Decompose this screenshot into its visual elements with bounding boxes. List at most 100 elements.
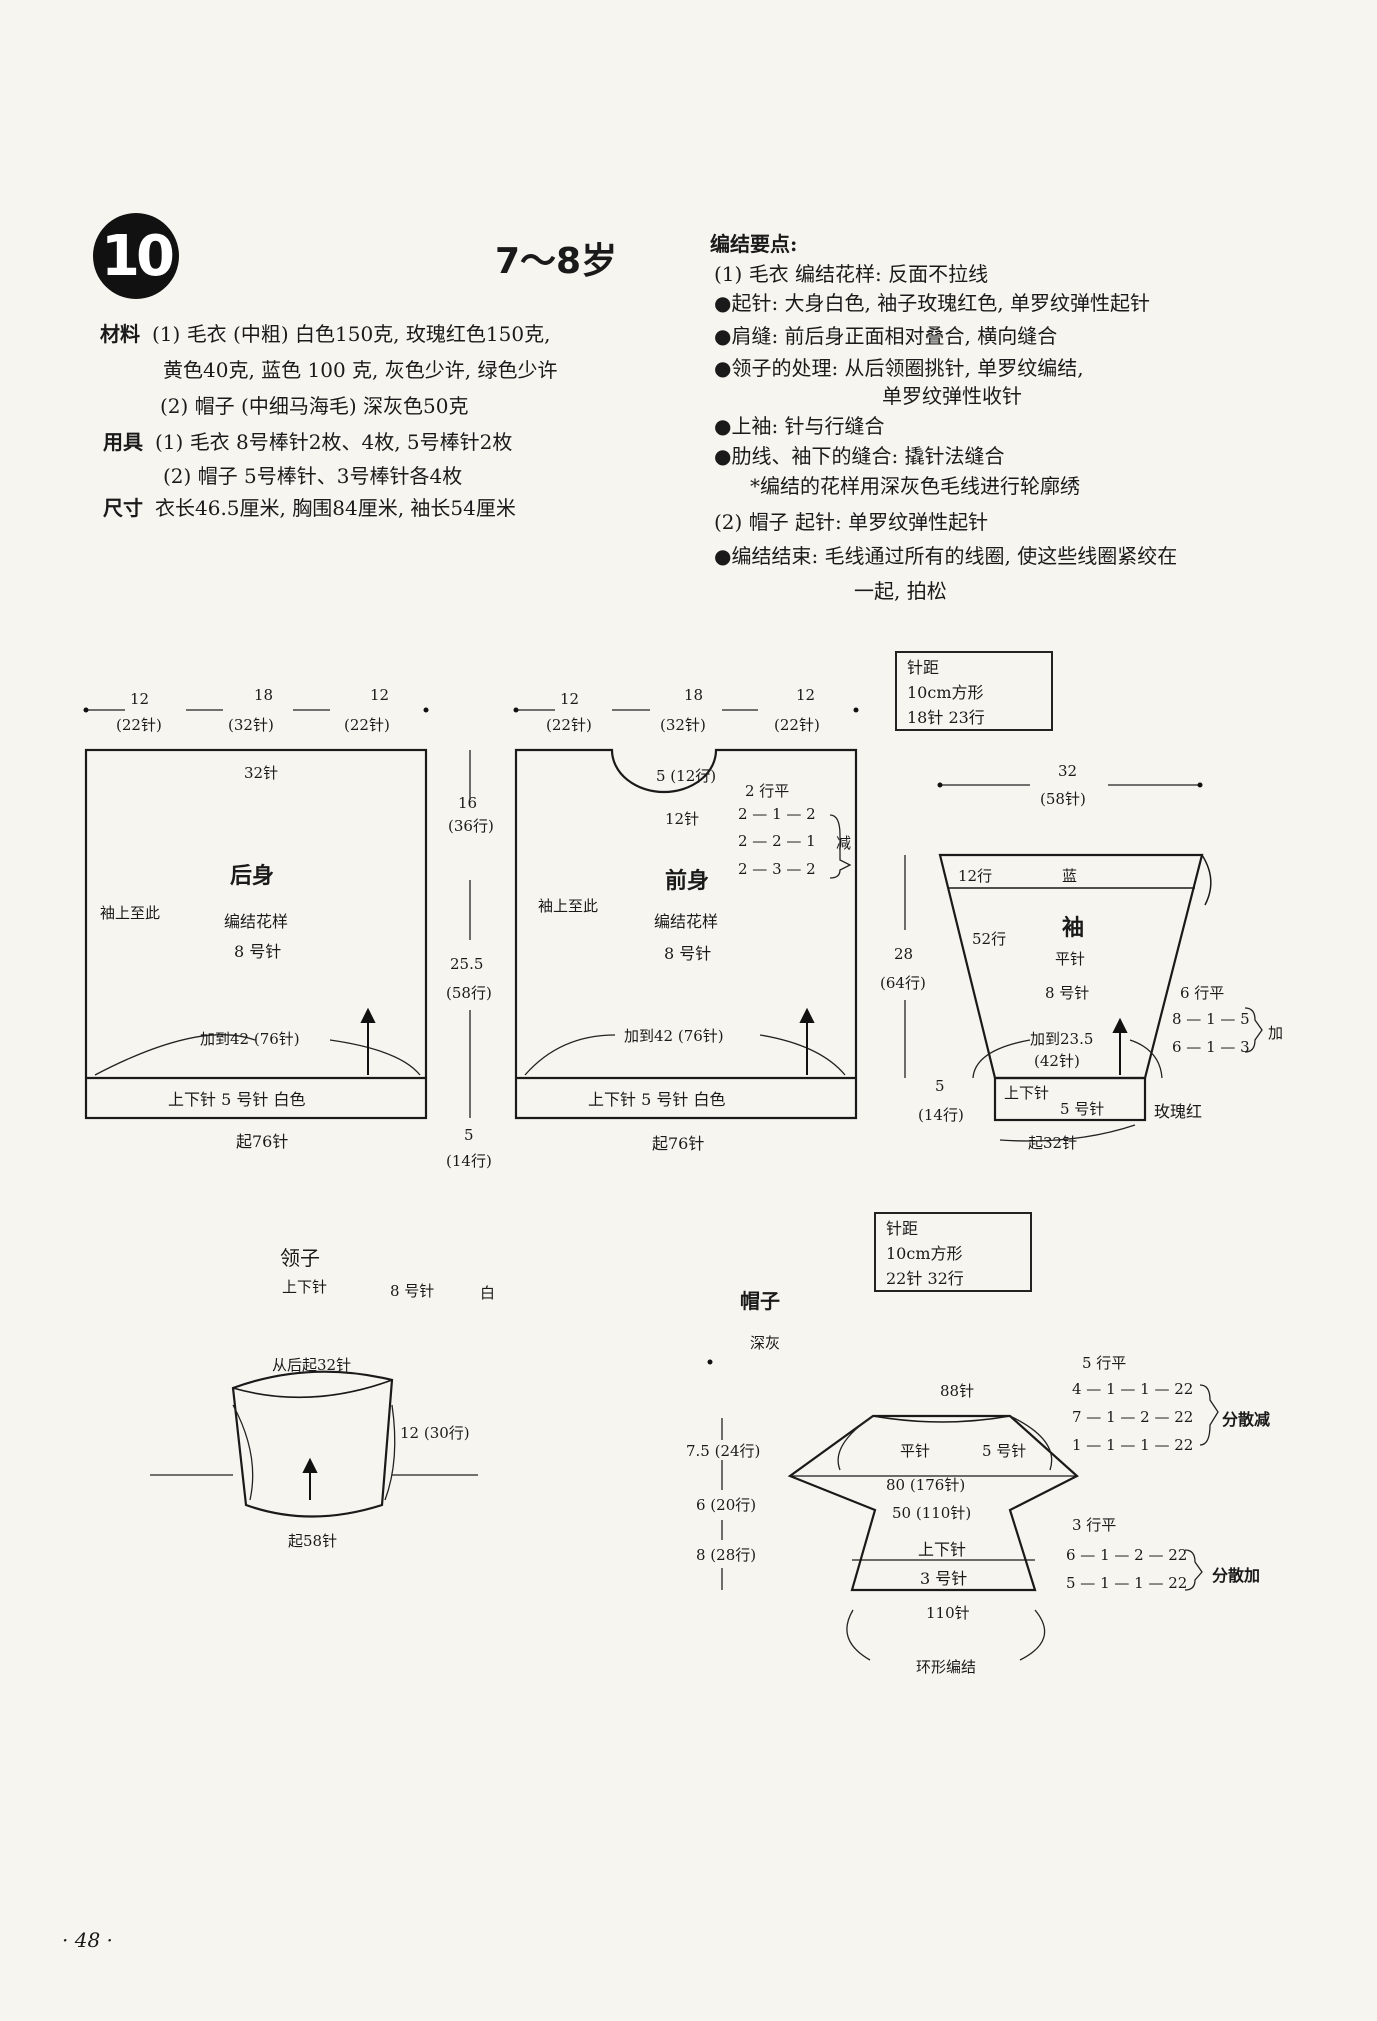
notes-line2: ●起针: 大身白色, 袖子玫瑰红色, 单罗纹弹性起针 (714, 291, 1150, 315)
back-name: 后身 (230, 863, 275, 889)
tools-text1: (1) 毛衣 8号棒针2枚、4枚, 5号棒针2枚 (155, 430, 513, 454)
gauge1-line1: 10cm方形 (907, 683, 984, 702)
back-rib: 上下针 5 号针 白色 (168, 1090, 306, 1109)
materials-text1: (1) 毛衣 (中粗) 白色150克, 玫瑰红色150克, (152, 322, 551, 346)
hat-rib: 上下针 (918, 1540, 967, 1559)
sleeve-cast-on: 起32针 (1028, 1134, 1078, 1152)
back-increase-arc-right (329, 1039, 421, 1076)
front-pattern: 编结花样 (654, 912, 719, 931)
hat-needle: 5 号针 (982, 1442, 1027, 1460)
notes-line5: 单罗纹弹性收针 (882, 384, 1022, 408)
body-h1s: (36行) (448, 817, 494, 835)
back-w1s: (22针) (116, 716, 162, 734)
dim-dot (423, 707, 429, 713)
notes-title: 编结要点: (710, 232, 798, 256)
front-name: 前身 (665, 868, 710, 894)
sleeve-arrow-head (1112, 1017, 1128, 1033)
hat-title: 帽子 (740, 1289, 780, 1313)
notes-line4: ●领子的处理: 从后领圈挑针, 单罗纹编结, (714, 356, 1084, 380)
front-rib: 上下针 5 号针 白色 (588, 1090, 726, 1109)
notes-line10: ●编结结束: 毛线通过所有的线圈, 使这些线圈紧绞在 (714, 544, 1178, 568)
size-text: 衣长46.5厘米, 胸围84厘米, 袖长54厘米 (155, 496, 516, 520)
sleeve-rib: 上下针 (1004, 1084, 1050, 1102)
sleeve-top-color: 蓝 (1062, 867, 1078, 885)
gauge-box-hat: 针距 10cm方形 22针 32行 (874, 1212, 1032, 1292)
back-piece-outline (84, 748, 428, 1120)
size-label: 尺寸 (103, 496, 143, 520)
pattern-number: 10 (101, 223, 175, 289)
hat-inc2: 5 — 1 — 1 — 22 (1066, 1574, 1188, 1592)
front-w2s: (32针) (660, 716, 706, 734)
gauge2-line2: 22针 32行 (886, 1269, 964, 1288)
front-w3: 12 (796, 686, 816, 704)
sleeve-inc-label: 加 (1268, 1024, 1284, 1042)
sleeve-h: 28 (894, 945, 914, 963)
collar-height: 12 (30行) (400, 1424, 470, 1442)
collar-needle: 8 号针 (390, 1282, 435, 1300)
hat-round: 环形编结 (916, 1658, 977, 1676)
notes-line8: *编结的花样用深灰色毛线进行轮廓绣 (750, 474, 1080, 498)
sleeve-needle: 8 号针 (1045, 984, 1090, 1002)
back-w1: 12 (130, 690, 150, 708)
tools-line2: (2) 帽子 5号棒针、3号棒针各4枚 (163, 464, 463, 488)
materials-line1: 材料(1) 毛衣 (中粗) 白色150克, 玫瑰红色150克, (100, 318, 550, 347)
sleeve-increase-arc-left (972, 1039, 1031, 1079)
back-needle: 8 号针 (234, 942, 282, 961)
hat-top-st: 88针 (940, 1382, 975, 1400)
front-dec-label: 减 (836, 834, 852, 852)
gauge1-title: 针距 (907, 658, 940, 677)
hat-dec2: 7 — 1 — 2 — 22 (1072, 1408, 1194, 1426)
sleeve-width: 32 (1058, 762, 1078, 780)
collar-arrow-head (302, 1457, 318, 1473)
hat-dec-label: 分散减 (1222, 1410, 1271, 1429)
hat-dec3: 1 — 1 — 1 — 22 (1072, 1436, 1194, 1454)
notes-line11: 一起, 拍松 (854, 579, 947, 603)
collar-side-arc-left (232, 1404, 254, 1501)
notes-line3: ●肩缝: 前后身正面相对叠合, 横向缝合 (714, 324, 1058, 348)
hat-stitch: 平针 (900, 1442, 931, 1460)
hat-color: 深灰 (750, 1334, 781, 1352)
collar-color: 白 (480, 1284, 496, 1302)
sleeve-cuff-hs: (14行) (918, 1106, 964, 1124)
body-h3: 5 (464, 1126, 474, 1144)
materials-line3: (2) 帽子 (中细马海毛) 深灰色50克 (160, 394, 469, 418)
front-neck-st: 12针 (665, 810, 700, 828)
pattern-number-badge: 10 (93, 213, 179, 299)
dim-dot (513, 707, 519, 713)
dim-dot (853, 707, 859, 713)
back-w3: 12 (370, 686, 390, 704)
body-h2s: (58行) (446, 984, 492, 1002)
collar-pickup: 从后起32针 (272, 1356, 352, 1374)
sleeve-side-curve (1201, 854, 1212, 906)
hat-h1: 7.5 (24行) (686, 1442, 761, 1460)
sleeve-inc1: 8 — 1 — 5 (1172, 1010, 1250, 1028)
front-w2: 18 (684, 686, 704, 704)
dim-dot (1197, 782, 1203, 788)
sleeve-increase-s: (42针) (1034, 1052, 1080, 1070)
hat-top-curve (872, 1415, 1011, 1423)
tools-label: 用具 (103, 430, 143, 454)
back-increase: 加到42 (76针) (200, 1030, 300, 1048)
hat-flat-top: 5 行平 (1082, 1354, 1127, 1372)
front-piece-outline (514, 748, 858, 1120)
collar-cast-on: 起58针 (288, 1532, 338, 1550)
hat-flat-mid: 3 行平 (1072, 1516, 1117, 1534)
sleeve-rib-needle: 5 号针 (1060, 1100, 1105, 1118)
hat-bottom-st: 110针 (926, 1604, 970, 1622)
front-sleeve-mark: 袖上至此 (538, 897, 599, 915)
front-increase-arc-left (524, 1034, 616, 1076)
back-w2: 18 (254, 686, 274, 704)
sleeve-increase-brace (1244, 1007, 1263, 1053)
dim-dot (707, 1359, 713, 1365)
gauge2-title: 针距 (886, 1219, 919, 1238)
hat-inc1: 6 — 1 — 2 — 22 (1066, 1546, 1188, 1564)
sleeve-hs: (64行) (880, 974, 926, 992)
front-dec3: 2 — 3 — 2 (738, 860, 816, 878)
hat-increase-brace (1184, 1549, 1203, 1591)
sleeve-cuff-h: 5 (935, 1077, 945, 1095)
back-neck: 32针 (244, 764, 279, 782)
hat-round-arc-right (1019, 1609, 1046, 1661)
gauge1-line2: 18针 23行 (907, 708, 985, 727)
sleeve-castoff-arc (999, 1124, 1136, 1142)
sleeve-increase-arc-right (1129, 1039, 1163, 1079)
